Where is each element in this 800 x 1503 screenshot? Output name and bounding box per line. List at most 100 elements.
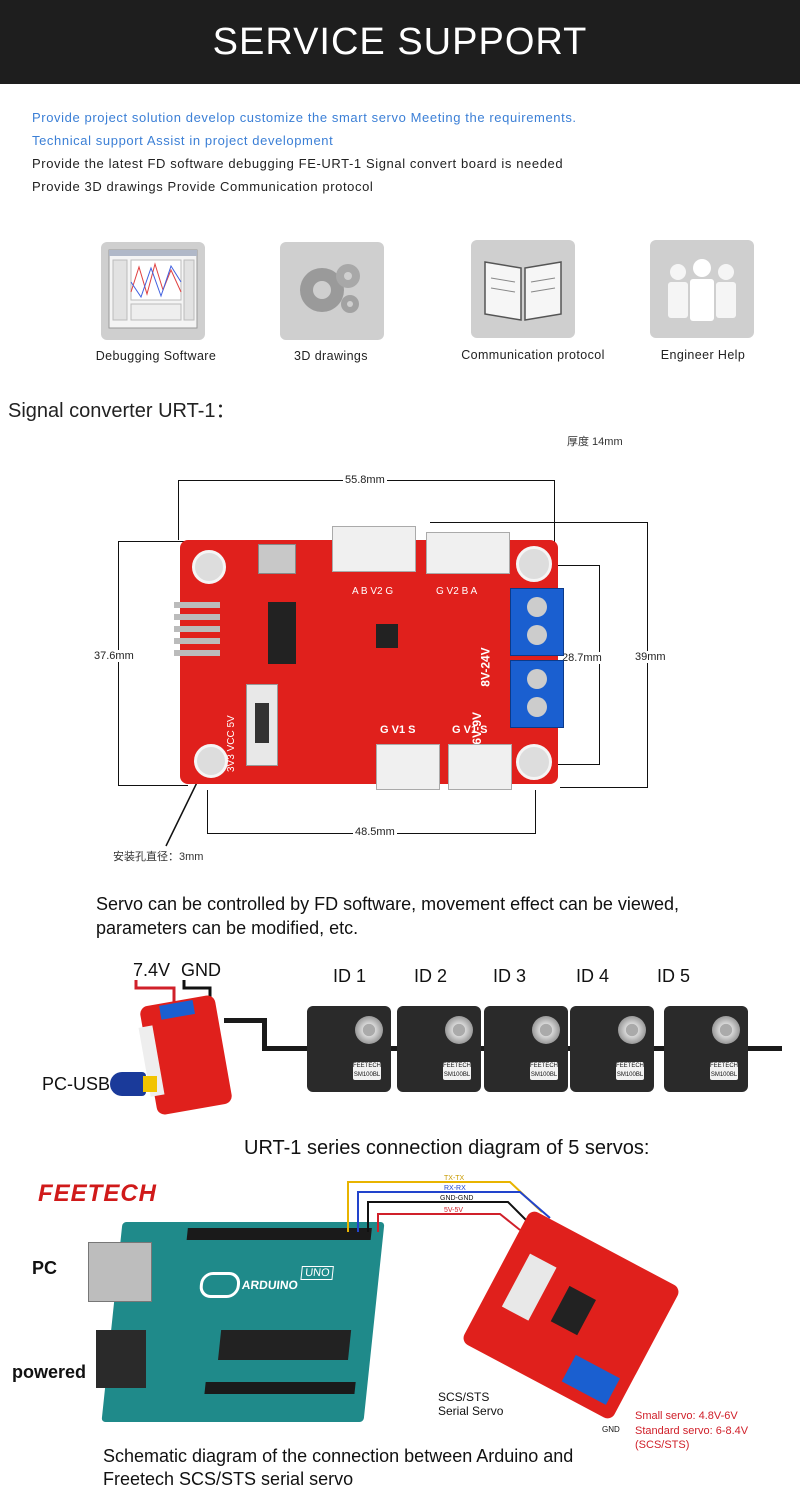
dim-bottom-label: 48.5mm xyxy=(353,826,397,838)
mount-hole-bl xyxy=(194,744,228,778)
dim-line-bottom-left xyxy=(207,790,208,834)
dim-inner-right-label: 28.7mm xyxy=(560,652,604,664)
power-voltage-label: 7.4V xyxy=(133,960,171,980)
voltage-range-label-1: 8V-24V xyxy=(478,647,493,687)
servo-horn-icon xyxy=(618,1016,646,1044)
servo-horn-icon xyxy=(532,1016,560,1044)
engineers-icon xyxy=(668,259,736,321)
communication-protocol-tile xyxy=(471,240,575,338)
arduino-name: ARDUINO xyxy=(241,1278,299,1292)
dc-power-jack xyxy=(96,1330,146,1388)
gnd-small-label: GND xyxy=(602,1425,620,1434)
servo-id-3: ID 3 xyxy=(493,966,527,986)
cable-segment-2 xyxy=(262,1018,267,1050)
voltage-switch xyxy=(246,684,278,766)
intro-line-1: Provide project solution develop customi… xyxy=(32,110,577,125)
serial-servo-label: SCS/STS Serial Servo xyxy=(438,1390,504,1418)
servo-tag: FEETECH SM100BL xyxy=(710,1062,739,1080)
switch-label: 3V3 VCC 5V xyxy=(226,715,237,772)
open-book-icon xyxy=(484,261,562,321)
servo-id-2: ID 2 xyxy=(414,966,448,986)
service-label-3d: 3D drawings xyxy=(294,349,368,363)
mount-hole-tr xyxy=(516,546,552,582)
arduino-uno-label: UNO xyxy=(300,1266,335,1280)
servo-id-4: ID 4 xyxy=(576,966,610,986)
atmega-chip xyxy=(218,1330,352,1360)
software-window-icon xyxy=(108,249,198,329)
arduino-caption-line-2: Freetech SCS/STS serial servo xyxy=(103,1469,354,1489)
mount-hole-tl xyxy=(192,550,226,584)
usb-b-port xyxy=(88,1242,152,1302)
series-caption: URT-1 series connection diagram of 5 ser… xyxy=(244,1137,650,1159)
dim-right-label: 39mm xyxy=(633,651,668,663)
dim-line-left-top xyxy=(118,541,188,542)
arduino-header-bottom xyxy=(204,1382,356,1394)
dim-left-label: 37.6mm xyxy=(92,650,136,662)
cable-segment-1 xyxy=(224,1018,264,1023)
header-banner: SERVICE SUPPORT xyxy=(0,0,800,84)
connector-top-1 xyxy=(332,526,416,572)
bottom-pins-label-2: G V1 S xyxy=(452,724,488,736)
wire-label-5v: 5V-5V xyxy=(444,1207,463,1214)
powered-label: powered xyxy=(12,1362,87,1382)
terminal-block-v1 xyxy=(510,660,564,728)
dim-top-label: 55.8mm xyxy=(343,474,387,486)
dim-line-top-right xyxy=(554,480,555,560)
power-gnd-label: GND xyxy=(181,960,221,980)
thickness-note: 厚度 14mm xyxy=(567,436,623,448)
servo-id-5: ID 5 xyxy=(657,966,691,986)
hole-diameter-note: 安装孔直径：3mm xyxy=(113,851,204,863)
arduino-logo-icon xyxy=(198,1272,242,1298)
servo-tag: FEETECH SM100BL xyxy=(443,1062,472,1080)
top-pins-label-2: G V2 B A xyxy=(436,586,478,597)
intro-line-4: Provide 3D drawings Provide Communicatio… xyxy=(32,179,374,194)
dim-line-inner-top xyxy=(540,565,600,566)
dim-line-left xyxy=(118,541,119,785)
dim-line-bottom-right xyxy=(535,790,536,834)
mini-terminal xyxy=(159,1000,195,1020)
mount-hole-br xyxy=(516,744,552,780)
servo-4: FEETECH SM100BL xyxy=(570,1006,654,1092)
arduino-caption-line-1: Schematic diagram of the connection betw… xyxy=(103,1446,574,1466)
debugging-software-tile xyxy=(101,242,205,340)
pc-label: PC xyxy=(32,1258,58,1278)
servo-5: FEETECH SM100BL xyxy=(664,1006,748,1092)
arduino-urt1-switch xyxy=(501,1253,557,1321)
servo-tag: FEETECH SM100BL xyxy=(530,1062,559,1080)
servo-3: FEETECH SM100BL xyxy=(484,1006,568,1092)
page-title: SERVICE SUPPORT xyxy=(212,20,588,63)
bottom-pins-label-1: G V1 S xyxy=(380,724,416,736)
servo-horn-icon xyxy=(712,1016,740,1044)
standard-servo-voltage: Standard servo: 6-8.4V xyxy=(635,1425,749,1437)
dim-line-top-left xyxy=(178,480,179,540)
connector-bottom-2 xyxy=(448,744,512,790)
servo-tag: FEETECH SM100BL xyxy=(353,1062,382,1080)
arduino-urt1-terminal xyxy=(561,1354,620,1405)
dim-line-right-bottom xyxy=(560,787,648,788)
servo-horn-icon xyxy=(445,1016,473,1044)
intro-line-2: Technical support Assist in project deve… xyxy=(32,133,334,148)
gears-icon xyxy=(300,264,360,313)
engineer-help-tile xyxy=(650,240,754,338)
pc-usb-label: PC-USB xyxy=(42,1074,111,1094)
small-servo-voltage: Small servo: 4.8V-6V xyxy=(635,1410,738,1422)
fd-text-line-2: parameters can be modified, etc. xyxy=(96,918,359,938)
servo-type-label: (SCS/STS) xyxy=(635,1439,690,1451)
fd-text-line-1: Servo can be controlled by FD software, … xyxy=(96,894,679,914)
3d-drawings-tile xyxy=(280,242,384,340)
top-pins-label-1: A B V2 G xyxy=(352,586,394,597)
ic-chip-2 xyxy=(376,624,398,648)
service-label-protocol: Communication protocol xyxy=(461,348,605,362)
serial-wires: TX-TX RX-RX GND-GND 5V-5V xyxy=(347,1175,551,1232)
service-label-engineer: Engineer Help xyxy=(660,348,746,362)
connector-bottom-1 xyxy=(376,744,440,790)
urt1-board: 3V3 VCC 5V A B V2 G G V2 B A 8V-24V DC6V… xyxy=(174,526,564,790)
connector-top-2 xyxy=(426,532,510,574)
wire-label-rx: RX-RX xyxy=(444,1185,466,1192)
dim-line-right-top xyxy=(430,522,648,523)
terminal-block-v2 xyxy=(510,588,564,656)
service-label-debugging: Debugging Software xyxy=(95,349,217,363)
converter-title: Signal converter URT-1： xyxy=(8,400,236,422)
arduino-urt1-chip xyxy=(550,1285,596,1336)
usb-plug xyxy=(110,1072,146,1096)
